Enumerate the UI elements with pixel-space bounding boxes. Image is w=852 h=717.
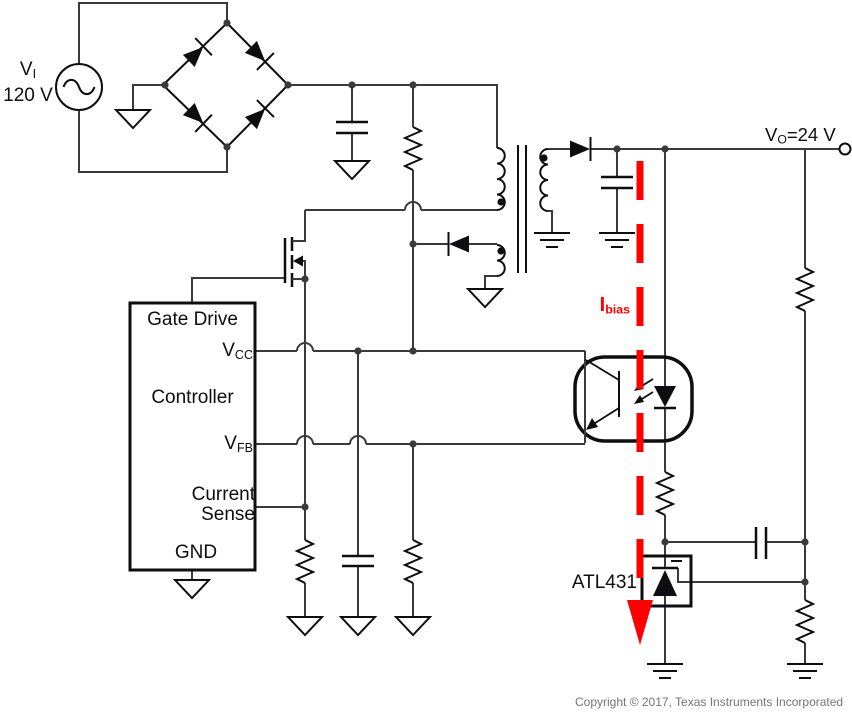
- current-sense-resistor-icon: [296, 539, 314, 584]
- earth-ground-icon: [598, 232, 636, 248]
- earth-ground-icon: [786, 663, 824, 679]
- compensation-capacitor-icon: [754, 527, 768, 559]
- vout-label: VO=24 V: [765, 124, 836, 147]
- ibias-path-arrow: [627, 161, 653, 645]
- feedback-divider-bottom-resistor-icon: [796, 599, 814, 644]
- controller-vcc-pin-label: VCC: [222, 340, 253, 362]
- controller-name-label: Controller: [151, 387, 234, 408]
- ac-source-icon: [55, 63, 103, 111]
- wires: [78, 2, 839, 664]
- ground-icon: [287, 616, 323, 636]
- phototransistor-emitter-arrow: [586, 418, 598, 430]
- ibias-label: Ibias: [599, 294, 630, 317]
- controller-gate-drive-label: Gate Drive: [147, 309, 238, 330]
- ibias-arrowhead: [627, 600, 653, 645]
- junction-dots: [301, 81, 809, 586]
- secondary-phase-dot: [540, 154, 548, 162]
- atl431-label: ATL431: [571, 572, 637, 593]
- flyback-transformer-icon: [496, 145, 549, 277]
- ground-icon: [467, 288, 503, 308]
- atl431-icon: [640, 542, 805, 664]
- opto-bias-resistor-icon: [656, 471, 674, 516]
- ground-icon: [115, 109, 151, 129]
- ground-icon: [174, 579, 210, 599]
- aux-phase-dot: [497, 247, 505, 255]
- controller-gnd-pin-label: GND: [174, 542, 218, 563]
- ground-icon: [395, 616, 431, 636]
- controller-vfb-pin-label: VFB: [224, 433, 253, 455]
- startup-resistor-icon: [404, 126, 422, 171]
- bridge-rectifier-icon: [161, 19, 292, 151]
- output-terminal: [838, 142, 852, 156]
- opto-led-icon: [654, 386, 676, 407]
- ground-icon: [334, 160, 370, 180]
- vin-value: 120 V: [3, 84, 53, 106]
- copyright-text: Copyright © 2017, Texas Instruments Inco…: [575, 695, 844, 709]
- vin-label: VI 120 V: [3, 59, 53, 106]
- vfb-resistor-icon: [404, 539, 422, 584]
- input-filter-capacitor-icon: [336, 120, 368, 135]
- earth-ground-icon: [533, 232, 571, 248]
- feedback-divider-top-resistor-icon: [796, 267, 814, 312]
- ground-icon: [340, 616, 376, 636]
- controller-current-sense-pin-label: Current Sense: [191, 484, 255, 525]
- output-rectifier-diode-icon: [569, 136, 592, 162]
- controller-box: [128, 301, 257, 572]
- earth-ground-icon: [646, 663, 684, 679]
- vcc-bypass-capacitor-icon: [342, 554, 374, 568]
- vcc-rectifier-diode-icon: [447, 231, 470, 257]
- primary-phase-dot: [497, 198, 505, 206]
- output-capacitor-icon: [601, 175, 633, 190]
- mosfet-icon: [283, 210, 306, 287]
- optocoupler-icon: [573, 351, 694, 443]
